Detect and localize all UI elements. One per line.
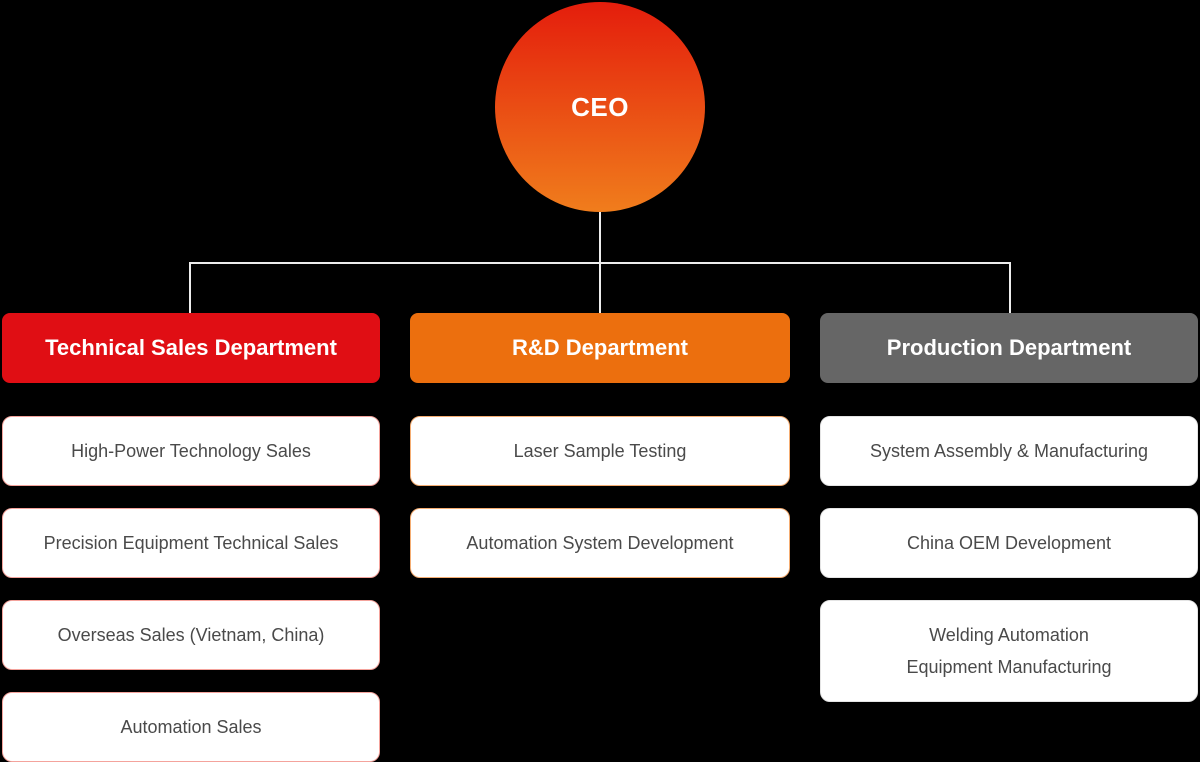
ceo-node: CEO bbox=[495, 2, 705, 212]
connector-horizontal bbox=[189, 262, 1011, 264]
department-item: Automation Sales bbox=[2, 692, 380, 762]
department-item: System Assembly & Manufacturing bbox=[820, 416, 1198, 486]
department-item: Overseas Sales (Vietnam, China) bbox=[2, 600, 380, 670]
department-header: Production Department bbox=[820, 313, 1198, 383]
department-header: R&D Department bbox=[410, 313, 790, 383]
department-item: Precision Equipment Technical Sales bbox=[2, 508, 380, 578]
department-header: Technical Sales Department bbox=[2, 313, 380, 383]
ceo-label: CEO bbox=[571, 91, 629, 122]
department-item: Laser Sample Testing bbox=[410, 416, 790, 486]
department-item: Welding Automation Equipment Manufacturi… bbox=[820, 600, 1198, 702]
connector-vertical-right bbox=[1009, 262, 1011, 313]
department-item: China OEM Development bbox=[820, 508, 1198, 578]
department-item: Automation System Development bbox=[410, 508, 790, 578]
department-item: High-Power Technology Sales bbox=[2, 416, 380, 486]
connector-vertical-left bbox=[189, 262, 191, 313]
